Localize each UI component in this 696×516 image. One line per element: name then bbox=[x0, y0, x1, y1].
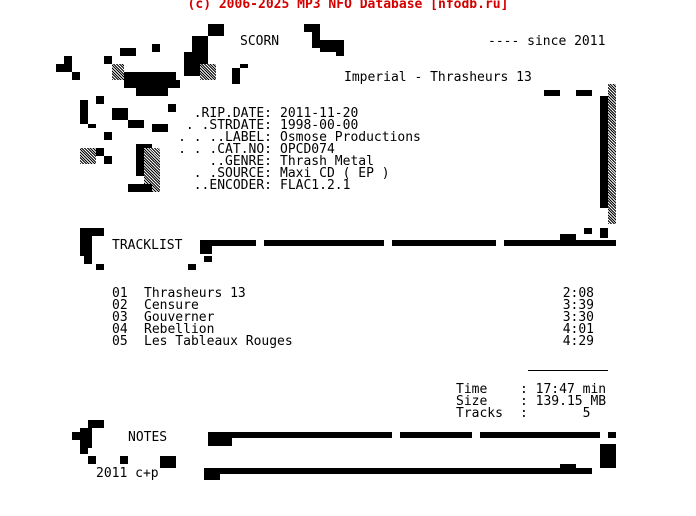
totals-rule bbox=[528, 370, 608, 371]
track-number: 01 bbox=[112, 286, 128, 301]
track-time: 4:01 bbox=[562, 322, 594, 337]
info-value: Osmose Productions bbox=[280, 130, 421, 145]
track-row: 01 Thrasheurs 13 2:08 bbox=[112, 286, 594, 301]
total-value: : 17:47 min bbox=[520, 382, 607, 397]
track-number: 05 bbox=[112, 334, 128, 349]
track-time: 3:30 bbox=[562, 310, 594, 325]
track-row: 02 Censure 3:39 bbox=[112, 298, 594, 313]
track-title: Thrasheurs 13 bbox=[144, 286, 246, 301]
total-label: Time bbox=[456, 382, 503, 397]
track-title: Les Tableaux Rouges bbox=[144, 334, 293, 349]
track-number: 02 bbox=[112, 298, 128, 313]
total-label: Size bbox=[456, 394, 503, 409]
track-row: 03 Gouverner 3:30 bbox=[112, 310, 594, 325]
track-number: 03 bbox=[112, 310, 128, 325]
info-value: 1998-00-00 bbox=[280, 118, 359, 133]
info-label: ..ENCODER: bbox=[193, 178, 272, 193]
track-time: 3:39 bbox=[562, 298, 594, 313]
info-value: 2011-11-20 bbox=[280, 106, 359, 121]
track-time: 2:08 bbox=[562, 286, 594, 301]
track-title: Gouverner bbox=[144, 310, 215, 325]
since-label: ---- since 2011 bbox=[488, 34, 606, 49]
track-number: 04 bbox=[112, 322, 128, 337]
track-row: 04 Rebellion 4:01 bbox=[112, 322, 594, 337]
notes-title: NOTES bbox=[128, 430, 168, 445]
tracklist-title: TRACKLIST bbox=[112, 238, 183, 253]
total-value: : 139.15 MB bbox=[520, 394, 607, 409]
track-row: 05 Les Tableaux Rouges 4:29 bbox=[112, 334, 594, 349]
info-label: . . .CAT.NO: bbox=[178, 142, 272, 157]
track-time: 4:29 bbox=[562, 334, 594, 349]
nfodb-header: (c) 2006-2025 MP3 NFO Database [nfodb.ru… bbox=[187, 0, 509, 12]
info-label: .RIP.DATE: bbox=[193, 106, 272, 121]
release-title: Imperial - Thrasheurs 13 bbox=[344, 70, 532, 85]
info-value: Thrash Metal bbox=[280, 154, 374, 169]
info-label: . .STRDATE: bbox=[185, 118, 272, 133]
total-label: Tracks bbox=[456, 406, 503, 421]
total-value: : 5 bbox=[520, 406, 591, 421]
info-value: Maxi CD ( EP ) bbox=[280, 166, 390, 181]
info-label: . . ..LABEL: bbox=[178, 130, 272, 145]
info-value: OPCD074 bbox=[280, 142, 335, 157]
track-title: Censure bbox=[144, 298, 199, 313]
info-label: . .SOURCE: bbox=[193, 166, 272, 181]
info-value: FLAC1.2.1 bbox=[280, 178, 351, 193]
notes-text: 2011 c+p bbox=[96, 466, 159, 481]
track-title: Rebellion bbox=[144, 322, 215, 337]
info-label: ..GENRE: bbox=[209, 154, 272, 169]
group-name: SCORN bbox=[240, 34, 280, 49]
